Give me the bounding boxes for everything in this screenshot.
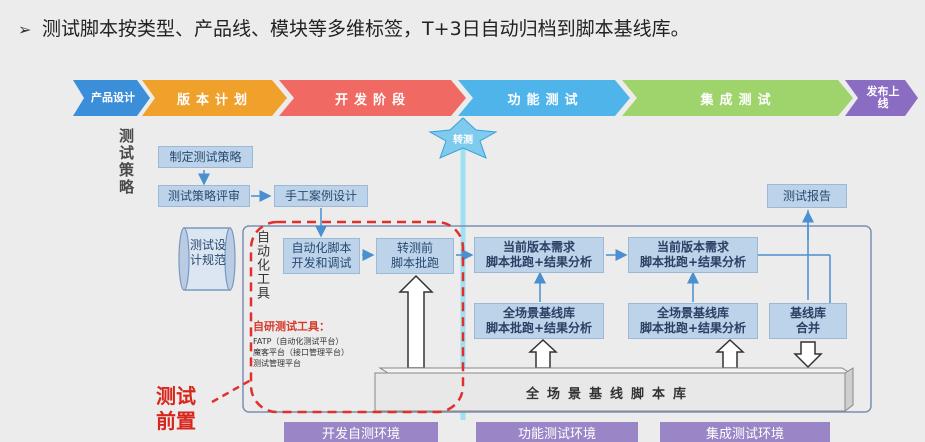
env-func: 功能测试环境 <box>476 422 638 442</box>
self-tools-title: 自研测试工具： <box>253 320 330 333</box>
design-spec-label: 测试设计规范 <box>190 238 227 267</box>
down-arrow-merge <box>793 341 823 369</box>
bullet-marker: ➢ <box>18 20 32 39</box>
phase-chevron-2 <box>142 80 287 116</box>
auto-script-box: 自动化脚本 开发和调试 <box>283 238 360 274</box>
make-strategy-box: 制定测试策略 <box>158 146 253 168</box>
func-current-box: 当前版本需求 脚本批跑+结果分析 <box>474 237 604 273</box>
phase-chevron-6 <box>845 80 918 116</box>
phase-chevron-4 <box>458 80 630 116</box>
pre-transfer-box: 转测前 脚本批跑 <box>376 238 454 274</box>
strategy-label: 测试策略 <box>117 128 135 196</box>
bullet-line: ➢ 测试脚本按类型、产品线、模块等多维标签，T+3日自动归档到脚本基线库。 <box>18 14 690 41</box>
auto-tool-label: 自动化工具 <box>254 230 269 300</box>
phase-label-3: 开发阶段 <box>334 92 411 108</box>
phase-label-2: 版本计划 <box>176 92 253 108</box>
bullet-text: 测试脚本按类型、产品线、模块等多维标签，T+3日自动归档到脚本基线库。 <box>42 18 690 40</box>
phase-label-4: 功能测试 <box>507 92 584 108</box>
up-arrow-pretransfer <box>398 274 434 369</box>
transfer-label: 转测 <box>453 135 473 146</box>
self-tools-item: 魔客平台（接口管理平台） <box>253 348 349 357</box>
int-current-box: 当前版本需求 脚本批跑+结果分析 <box>628 237 758 273</box>
phase-chevron-1 <box>73 80 150 116</box>
up-arrow-int <box>715 338 745 369</box>
test-front-label: 测试前置 <box>156 384 196 433</box>
phase-chevron-3 <box>279 80 466 116</box>
func-full-box: 全场景基线库 脚本批跑+结果分析 <box>474 303 604 339</box>
phase-label-6: 发布上线 <box>866 85 900 110</box>
transfer-star <box>428 117 498 159</box>
env-int: 集成测试环境 <box>660 422 830 442</box>
baseline-merge-box: 基线库 合并 <box>769 303 847 339</box>
phase-label-5: 集成测试 <box>700 92 777 108</box>
up-arrow-func <box>528 338 558 369</box>
report-box: 测试报告 <box>767 184 847 208</box>
phase-label-1: 产品设计 <box>91 91 135 104</box>
automation-frame <box>242 225 872 413</box>
env-dev: 开发自测环境 <box>284 422 438 442</box>
int-full-box: 全场景基线库 脚本批跑+结果分析 <box>628 303 758 339</box>
review-strategy-box: 测试策略评审 <box>158 185 250 207</box>
self-tools-item: FATP（自动化测试平台） <box>253 337 344 346</box>
manual-case-box: 手工案例设计 <box>274 185 368 207</box>
phase-chevron-5 <box>622 80 853 116</box>
baseline-library-label: 全场景基线脚本库 <box>525 386 694 402</box>
self-tools-item: 测试管理平台 <box>253 359 301 368</box>
self-tools-block: 自研测试工具： FATP（自动化测试平台） 魔客平台（接口管理平台） 测试管理平… <box>253 318 349 369</box>
test-front-enclosure <box>249 220 465 414</box>
